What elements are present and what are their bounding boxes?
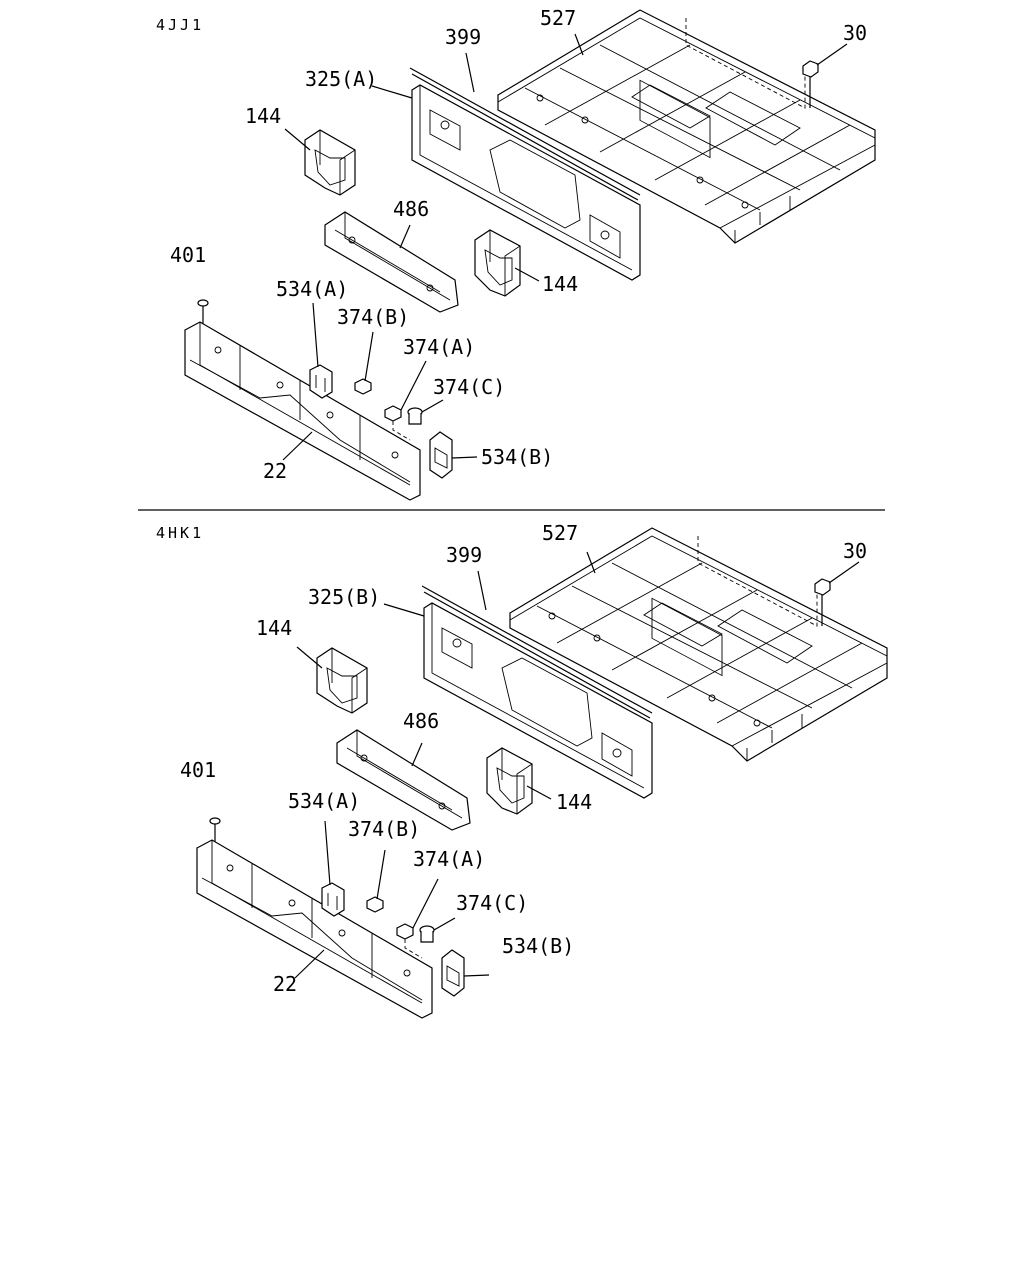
label-486-b: 486 [403,709,439,733]
label-527: 527 [540,6,576,30]
label-30-b: 30 [843,539,867,563]
label-144-left-b: 144 [256,616,292,640]
label-374c-b: 374(C) [456,891,528,915]
label-374b: 374(B) [337,305,409,329]
label-534a-b: 534(A) [288,789,360,813]
section-title-4jj1: 4JJ1 [156,16,204,34]
label-527-b: 527 [542,521,578,545]
label-22-b: 22 [273,972,297,996]
label-144-right: 144 [542,272,578,296]
label-534a: 534(A) [276,277,348,301]
label-486: 486 [393,197,429,221]
section-4jj1: 4JJ1 527 399 30 325(A) 144 486 144 401 5… [156,6,876,501]
label-144-left: 144 [245,104,281,128]
label-399: 399 [445,25,481,49]
label-534b-b: 534(B) [502,934,574,958]
section-title-4hk1: 4HK1 [156,524,204,542]
label-374a-b: 374(A) [413,847,485,871]
label-374a: 374(A) [403,335,475,359]
label-534b: 534(B) [481,445,553,469]
label-22: 22 [263,459,287,483]
label-399-b: 399 [446,543,482,567]
label-325-b: 325(B) [308,585,380,609]
label-374c: 374(C) [433,375,505,399]
label-374b-b: 374(B) [348,817,420,841]
label-325: 325(A) [305,67,377,91]
label-30: 30 [843,21,867,45]
label-401: 401 [170,243,206,267]
label-401-b: 401 [180,758,216,782]
section-4hk1: 4HK1 527 399 30 325(B) 144 486 144 401 5… [156,521,888,1019]
label-144-right-b: 144 [556,790,592,814]
